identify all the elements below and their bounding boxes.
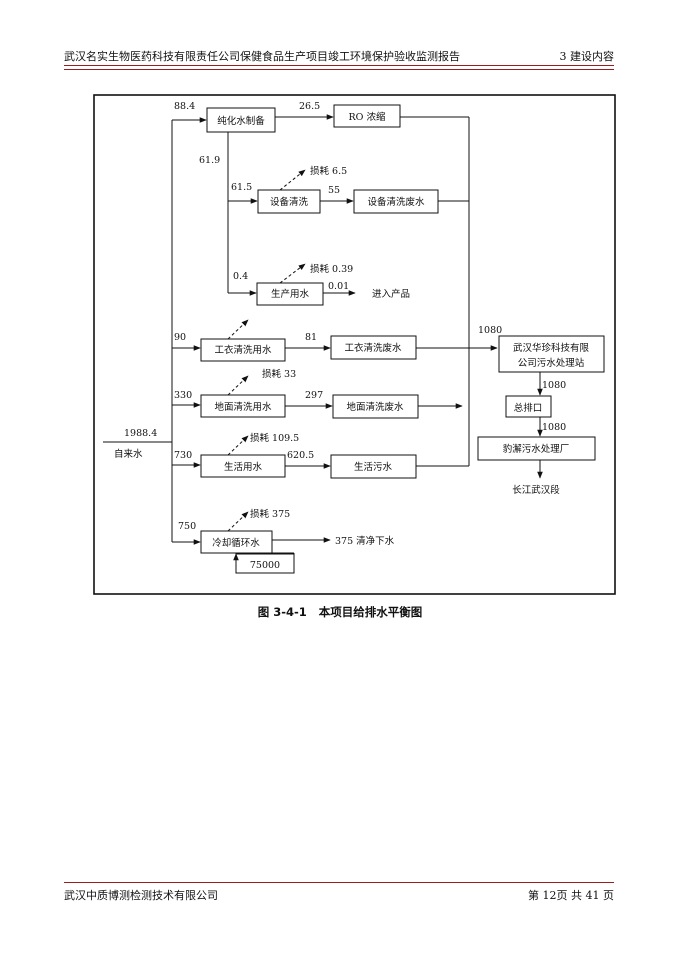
figure-number: 图 3-4-1 (257, 605, 307, 619)
wwtp-box (498, 335, 605, 373)
header-title: 武汉名实生物医药科技有限责任公司保健食品生产项目竣工环境保护验收监测报告 (64, 50, 460, 63)
recycle-label: 75000 (250, 560, 280, 571)
uniform-out-value: 81 (305, 332, 317, 343)
uniform-loss-arrow (227, 319, 249, 340)
pure-water-label: 纯化水制备 (217, 115, 265, 127)
tap-water-label: 自来水 (114, 448, 143, 460)
to-wwtp-value: 1080 (478, 325, 502, 336)
production-label: 生产用水 (271, 288, 310, 300)
figure-title: 本项目给排水平衡图 (318, 605, 423, 619)
outfall-label: 总排口 (514, 402, 543, 414)
floor-loss-arrow (227, 375, 249, 396)
header-section: 3 建设内容 (559, 50, 615, 63)
equip-loss-value: 损耗 6.5 (310, 165, 347, 177)
cooling-in-value: 750 (178, 521, 196, 532)
cooling-loss-value: 损耗 375 (250, 508, 290, 520)
floor-out-value: 297 (305, 390, 323, 401)
ro-box (333, 104, 401, 128)
wwtp-out-value: 1080 (542, 380, 566, 391)
equip-waste-label: 设备清洗废水 (367, 196, 425, 208)
ro-flow-value: 26.5 (299, 101, 320, 112)
domestic-loss-value: 损耗 109.5 (250, 432, 299, 444)
floor-waste-label: 地面清洗废水 (346, 401, 404, 413)
pure-water-box (206, 107, 276, 133)
figure-caption: 图 3-4-1 本项目给排水平衡图 (0, 604, 680, 620)
prod-in-value: 0.4 (233, 271, 248, 282)
city-plant-label: 豹澥污水处理厂 (503, 443, 570, 455)
equip-out-value: 55 (328, 185, 340, 196)
prod-out-value: 0.01 (328, 281, 349, 292)
river-label: 长江武汉段 (512, 484, 560, 496)
cooling-loss-arrow (227, 511, 249, 532)
pure-out-value: 61.9 (199, 155, 220, 166)
domestic-loss-arrow (227, 435, 249, 456)
footer-page: 第 12页 共 41 页 (528, 889, 614, 902)
equip-in-value: 61.5 (231, 182, 252, 193)
floor-in-value: 330 (174, 390, 192, 401)
clean-drain-value: 375 清净下水 (335, 535, 395, 547)
uniform-waste-label: 工衣清洗废水 (344, 342, 402, 354)
uniform-in-value: 90 (174, 332, 186, 343)
header-rule (64, 65, 614, 66)
to-pure-value: 88.4 (174, 101, 195, 112)
sewage-label: 生活污水 (354, 461, 393, 473)
equip-loss-arrow (279, 169, 306, 191)
footer-rule (64, 882, 614, 883)
cooling-label: 冷却循环水 (212, 537, 260, 549)
outfall-out-value: 1080 (542, 422, 566, 433)
uniform-wash-box (200, 338, 286, 362)
wwtp-label-1: 武汉华珍科技有限 (513, 342, 590, 354)
footer-company: 武汉中质博测检测技术有限公司 (64, 889, 218, 902)
prod-loss-value: 损耗 0.39 (310, 263, 353, 275)
header-rule-thin (64, 69, 614, 70)
equip-wash-label: 设备清洗 (270, 196, 309, 208)
prod-loss-arrow (279, 263, 306, 284)
outfall-box (505, 395, 552, 418)
cooling-box (200, 530, 273, 554)
total-value: 1988.4 (124, 428, 157, 439)
domestic-label: 生活用水 (224, 461, 263, 473)
into-product-label: 进入产品 (372, 288, 410, 300)
wwtp-label-2: 公司污水处理站 (518, 357, 585, 369)
floor-wash-label: 地面清洗用水 (214, 401, 272, 413)
domestic-in-value: 730 (174, 450, 192, 461)
production-box (256, 282, 324, 306)
floor-loss-value: 损耗 33 (262, 368, 296, 380)
ro-label: RO 浓缩 (349, 111, 386, 123)
domestic-out-value: 620.5 (287, 450, 314, 461)
city-plant-box (477, 436, 596, 461)
diagram-frame (93, 94, 616, 595)
uniform-wash-label: 工衣清洗用水 (214, 344, 272, 356)
